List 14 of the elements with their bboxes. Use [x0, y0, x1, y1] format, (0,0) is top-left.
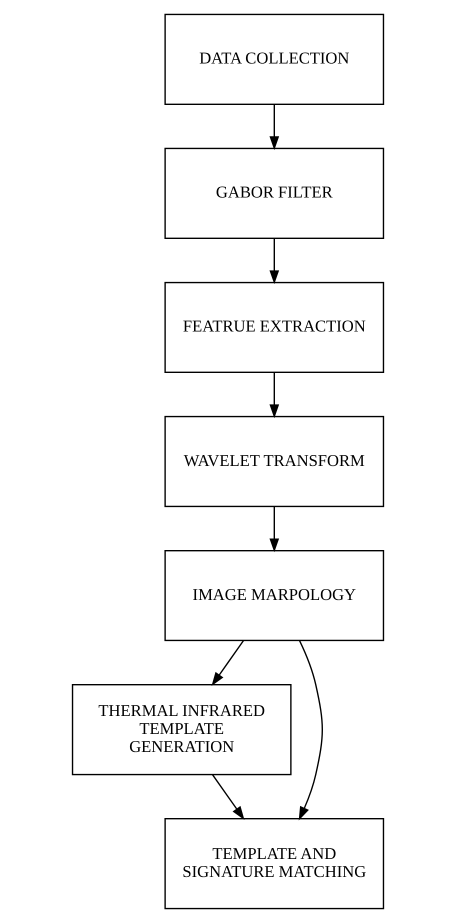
node-box: IMAGE MARPOLOGY [164, 550, 384, 642]
node-box: DATA COLLECTION [164, 14, 384, 105]
arrow [269, 238, 280, 284]
arrow [298, 640, 323, 820]
arrow [269, 372, 280, 418]
node-box: FEATRUE EXTRACTION [164, 282, 384, 374]
node-box: THERMAL INFRARED TEMPLATE GENERATION [72, 684, 292, 776]
node-box: WAVELET TRANSFORM [164, 416, 384, 508]
node-box: TEMPLATE AND SIGNATURE MATCHING [164, 818, 384, 910]
node-box: GABOR FILTER [164, 148, 384, 239]
arrow [212, 640, 244, 686]
arrow [269, 506, 280, 552]
arrow [269, 104, 280, 150]
arrow [212, 774, 244, 820]
